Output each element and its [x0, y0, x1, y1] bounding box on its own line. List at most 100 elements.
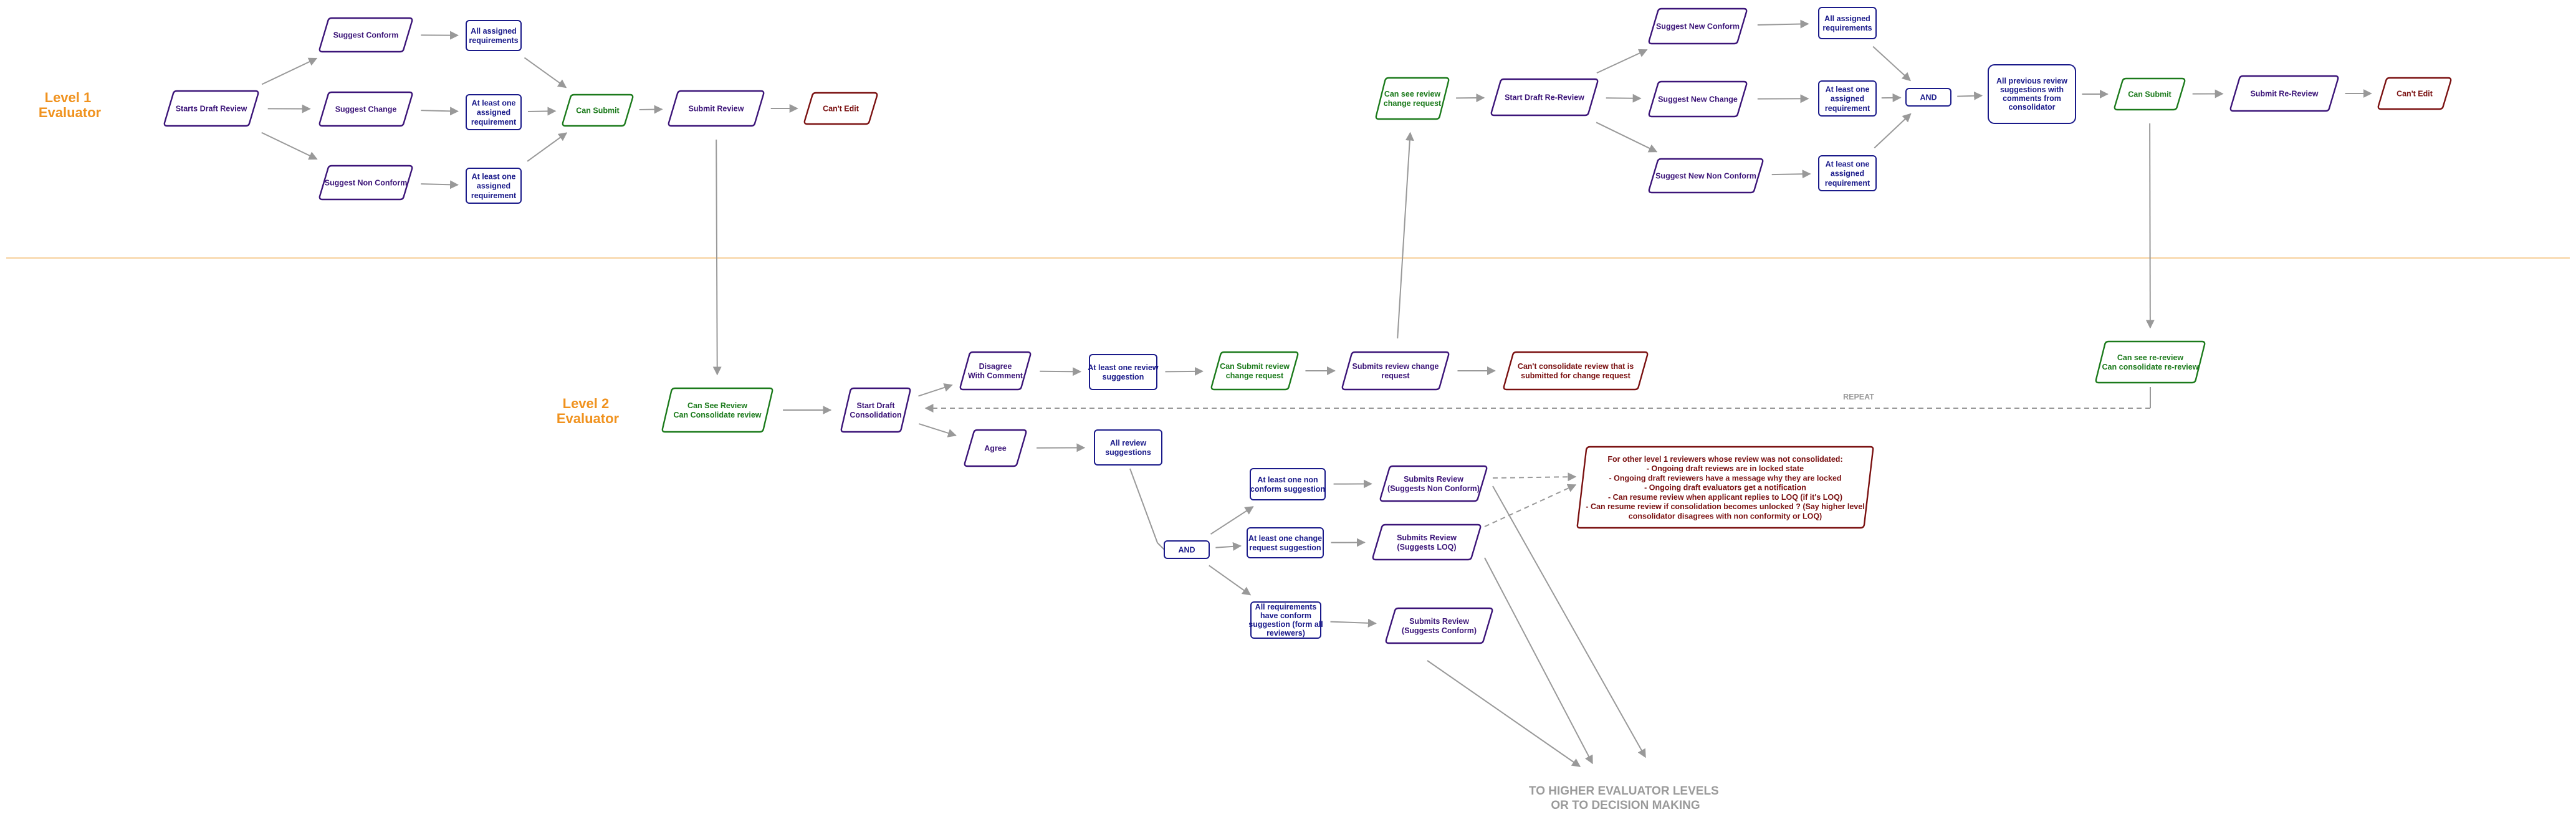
node-and-1: AND [1905, 88, 1951, 107]
edge-submits-review-change-to-can-see-review-change [1397, 131, 1414, 339]
edge-and-2-to-at-least-one-non-conform [1210, 506, 1254, 535]
edge-suggest-new-conform-to-all-assigned-req-2 [1757, 19, 1809, 29]
node-label-submits-review-conform: Submits Review(Suggests Conform) [1402, 617, 1477, 635]
edge-all-assigned-req-1-to-can-submit-1 [524, 57, 567, 88]
node-suggest-new-change: Suggest New Change [1648, 80, 1748, 118]
node-label-line: Can Submit [2128, 90, 2171, 99]
node-label-and-1: AND [1920, 93, 1937, 102]
edge-all-requirements-conform-to-submits-review-conform [1330, 618, 1377, 628]
node-label-line: assigned [1831, 170, 1864, 178]
node-shape-can-submit-1 [562, 93, 634, 127]
node-agree: Agree [964, 429, 1027, 467]
node-shape-cant-edit-1 [803, 92, 878, 125]
node-label-line: At least one review [1088, 363, 1159, 372]
node-label-line: assigned [1831, 95, 1864, 103]
edge-starts-draft-review-to-suggest-conform [261, 57, 318, 85]
node-can-submit-2: Can Submit [2114, 77, 2186, 111]
node-note-other-reviewers: For other level 1 reviewers whose review… [1576, 446, 1874, 529]
node-submits-review-non-conform: Submits Review(Suggests Non Conform) [1379, 465, 1488, 502]
conform-to-higher-arrow [1427, 660, 1581, 767]
node-shape-submits-review-conform [1385, 607, 1493, 644]
level-2-line-1: Level 2 [563, 396, 610, 411]
node-label-line: Start Draft Re-Review [1505, 93, 1584, 102]
node-label-line: Submits Review [1397, 533, 1457, 542]
node-label-start-draft-rereview: Start Draft Re-Review [1505, 93, 1584, 102]
node-label-line: - Can resume review when applicant repli… [1608, 493, 1842, 502]
node-label-submits-review-non-conform: Submits Review(Suggests Non Conform) [1387, 475, 1480, 493]
and-stub-connector [1157, 542, 1165, 550]
node-shape-can-see-review-consolidate [661, 387, 773, 433]
node-label-line: Can't Edit [823, 105, 859, 113]
loq-to-higher-arrow [1484, 557, 1593, 765]
node-submits-review-loq: Submits Review(Suggests LOQ) [1372, 523, 1482, 561]
node-label-line: All review [1110, 439, 1147, 447]
node-shape-all-requirements-conform [1250, 601, 1321, 639]
node-label-line: comments from [2003, 94, 2061, 103]
node-label-line: (Suggests LOQ) [1397, 543, 1456, 552]
node-label-line: assigned [477, 108, 510, 117]
node-label-suggest-new-non-conform: Suggest New Non Conform [1655, 172, 1756, 181]
node-shape-cant-consolidate [1503, 351, 1649, 391]
edge-disagree-with-comment-to-at-least-one-review-suggestion [1040, 367, 1082, 376]
node-label-suggest-change: Suggest Change [335, 105, 397, 114]
node-submit-review: Submit Review [668, 90, 765, 127]
node-label-line: request suggestion [1249, 543, 1321, 552]
node-label-cant-edit-2: Can't Edit [2396, 90, 2433, 98]
footer-label: TO HIGHER EVALUATOR LEVELS OR TO DECISIO… [1529, 785, 1722, 812]
node-shape-all-previous-review [1988, 64, 2076, 124]
node-submit-rereview: Submit Re-Review [2229, 75, 2339, 112]
node-label-line: At least one [472, 172, 516, 181]
non-conform-to-note-arrow [1492, 472, 1577, 482]
node-label-suggest-conform: Suggest Conform [333, 31, 399, 40]
node-label-suggest-new-conform: Suggest New Conform [1656, 22, 1740, 31]
edge-suggest-change-to-at-least-one-assigned-1 [421, 107, 459, 116]
node-label-line: change request [1384, 99, 1442, 108]
node-label-suggest-non-conform: Suggest Non Conform [325, 179, 408, 188]
node-label-line: change request [1226, 371, 1284, 380]
level-2-label: Level 2 Evaluator [557, 396, 620, 426]
node-suggest-change: Suggest Change [318, 91, 413, 127]
node-label-line: For other level 1 reviewers whose review… [1607, 455, 1842, 464]
node-label-can-submit-2: Can Submit [2128, 90, 2171, 99]
node-suggest-conform: Suggest Conform [318, 17, 413, 53]
node-label-line: requirement [471, 118, 517, 127]
node-shape-submits-review-loq [1372, 523, 1482, 561]
node-label-line: Can See Review [687, 401, 747, 410]
node-label-line: requirement [1825, 104, 1870, 113]
agree-to-and-connector [1129, 468, 1158, 543]
node-shape-suggest-change [318, 91, 413, 127]
edge-at-least-one-assigned-1-to-can-submit-1 [527, 107, 557, 116]
footer-line-2: OR TO DECISION MAKING [1551, 799, 1700, 812]
edge-all-assigned-req-2-to-and-1 [1872, 45, 1911, 82]
node-shape-can-see-review-change [1375, 77, 1450, 120]
node-label-line: have conform [1260, 611, 1311, 620]
node-label-note-other-reviewers: For other level 1 reviewers whose review… [1586, 455, 1864, 521]
node-shape-can-see-rereview [2095, 340, 2206, 384]
node-label-line: All previous review [1996, 77, 2067, 85]
edges [261, 19, 2372, 628]
node-shape-at-least-one-non-conform [1250, 468, 1326, 500]
node-shape-suggest-new-non-conform [1648, 158, 1764, 194]
